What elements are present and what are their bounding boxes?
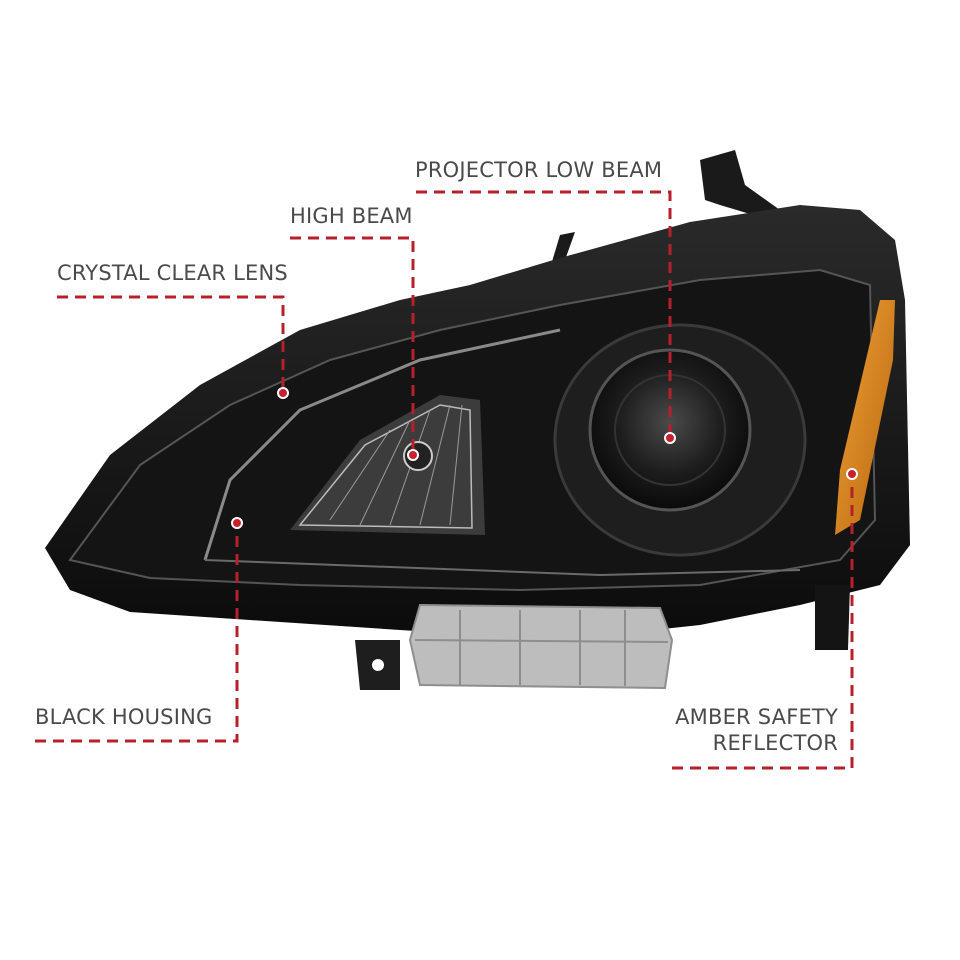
- amber-reflector-label-line2: REFLECTOR: [712, 731, 838, 755]
- projector-low-beam-label: PROJECTOR LOW BEAM: [415, 158, 663, 182]
- amber-reflector-leader: [672, 474, 854, 770]
- headlight-housing: [45, 150, 910, 690]
- crystal-clear-lens-leader: [57, 295, 285, 393]
- amber-reflector-marker: [846, 468, 858, 480]
- black-housing-leader: [35, 523, 239, 743]
- projector-low-beam-leader: [416, 190, 672, 438]
- high-beam-leader: [290, 236, 415, 455]
- high-beam-marker: [407, 449, 419, 461]
- high-beam-label: HIGH BEAM: [290, 204, 413, 228]
- projector-low-beam-marker: [664, 432, 676, 444]
- connector-bracket: [408, 603, 674, 690]
- crystal-clear-lens-label: CRYSTAL CLEAR LENS: [57, 261, 288, 285]
- black-housing-marker: [231, 517, 243, 529]
- black-housing-label: BLACK HOUSING: [35, 705, 213, 729]
- crystal-clear-lens-marker: [277, 387, 289, 399]
- amber-reflector-label-line1: AMBER SAFETY: [675, 705, 838, 729]
